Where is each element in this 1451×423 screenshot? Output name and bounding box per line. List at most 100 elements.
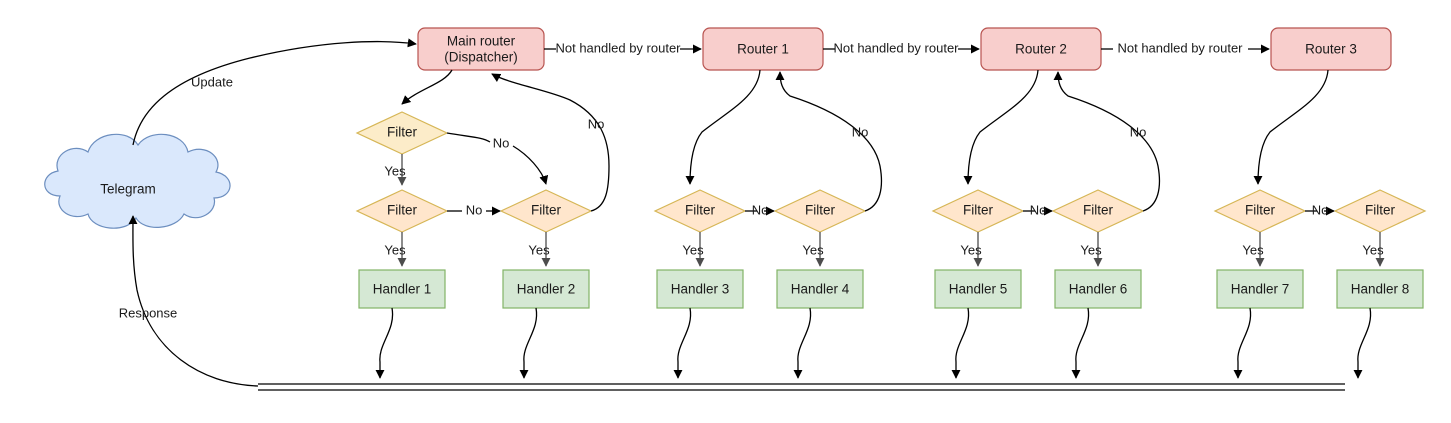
group-router-3-branch: Filter Filter No Yes Yes Handler 7 Handl… [1213,69,1427,379]
handler-7-node[interactable]: Handler 7 [1216,269,1304,309]
filter-8-label: Filter [1245,203,1276,218]
edge-filter-3-no-return [491,73,610,212]
main-router-label-line2: (Dispatcher) [444,50,518,65]
no-label-4: No [752,202,769,217]
filter-5-node[interactable]: Filter [773,189,867,233]
update-edge: Update [132,38,417,146]
yes-label-3: Yes [528,242,550,257]
filter-3-node[interactable]: Filter [499,189,593,233]
response-arrow [128,215,259,387]
main-router-node[interactable]: Main router (Dispatcher) [417,27,545,71]
filter-3-label: Filter [531,203,562,218]
filter-1-node[interactable]: Filter [355,111,449,155]
router-2-label: Router 2 [1015,42,1067,57]
no-label-2: No [466,202,483,217]
update-arrow [132,38,417,146]
filter-8-node[interactable]: Filter [1213,189,1307,233]
no-label-7: No [1130,124,1147,139]
handler-8-box [1336,269,1424,309]
router-3-node[interactable]: Router 3 [1270,27,1392,71]
response-label: Response [119,305,178,320]
yes-label-1: Yes [384,163,406,178]
yes-label-2: Yes [384,242,406,257]
telegram-cloud-node[interactable]: Telegram [44,133,231,229]
update-label: Update [191,74,233,89]
no-label-6: No [1030,202,1047,217]
filter-7-node[interactable]: Filter [1051,189,1145,233]
handler-3-box [656,269,744,309]
router-1-node[interactable]: Router 1 [702,27,824,71]
handler-4-box [776,269,864,309]
group-main-router-branch: Filter Yes No Filter Filter No No Yes Ye… [355,69,610,379]
cloud-shape [44,133,231,229]
edge-handler-3-to-bar [673,307,692,379]
filter-6-node[interactable]: Filter [931,189,1025,233]
handler-4-label: Handler 4 [791,282,850,297]
router-2-node[interactable]: Router 2 [980,27,1102,71]
yes-label-5: Yes [802,242,824,257]
edge-router-1-to-filter-4 [685,69,761,185]
filter-5-label: Filter [805,203,836,218]
no-label-5: No [852,124,869,139]
handler-1-box [358,269,446,309]
handler-6-box [1054,269,1142,309]
edge-handler-8-to-bar [1353,307,1372,379]
handler-2-label: Handler 2 [517,282,576,297]
edge-handler-1-to-bar [375,307,394,379]
handler-1-node[interactable]: Handler 1 [358,269,446,309]
filter-4-label: Filter [685,203,716,218]
handler-5-label: Handler 5 [949,282,1008,297]
filter-1-label: Filter [387,125,418,140]
no-label-8: No [1312,202,1329,217]
yes-label-4: Yes [682,242,704,257]
router-1-label: Router 1 [737,42,789,57]
filter-9-label: Filter [1365,203,1396,218]
edge-router-3-to-filter-8 [1253,69,1329,185]
edge-handler-5-to-bar [951,307,970,379]
not-handled-label-1: Not handled by router [555,40,681,55]
edge-handler-6-to-bar [1071,307,1090,379]
filter-7-label: Filter [1083,203,1114,218]
filter-4-node[interactable]: Filter [653,189,747,233]
yes-label-7: Yes [1080,242,1102,257]
handler-4-node[interactable]: Handler 4 [776,269,864,309]
edge-handler-7-to-bar [1233,307,1252,379]
handler-2-node[interactable]: Handler 2 [502,269,590,309]
handler-6-node[interactable]: Handler 6 [1054,269,1142,309]
edge-filter-1-no-a [446,132,491,143]
response-collector-bar [258,383,1345,391]
router-chain-edges: Not handled by router Not handled by rou… [544,40,1270,55]
handler-3-label: Handler 3 [671,282,730,297]
no-label-3: No [588,116,605,131]
group-router-1-branch: Filter Filter No No Yes Yes Handler 3 Ha… [653,69,883,379]
edge-filter-1-no-b [512,145,549,185]
telegram-label: Telegram [100,182,156,197]
edge-handler-2-to-bar [519,307,538,379]
edge-main-to-filter-1 [401,69,453,105]
router-3-label: Router 3 [1305,42,1357,57]
handler-8-node[interactable]: Handler 8 [1336,269,1424,309]
handler-1-label: Handler 1 [373,282,432,297]
handler-7-box [1216,269,1304,309]
response-edge: Response [119,215,259,387]
filter-2-node[interactable]: Filter [355,189,449,233]
not-handled-label-2: Not handled by router [833,40,959,55]
yes-label-8: Yes [1242,242,1264,257]
filter-9-node[interactable]: Filter [1333,189,1427,233]
filter-6-label: Filter [963,203,994,218]
yes-label-9: Yes [1362,242,1384,257]
handler-7-label: Handler 7 [1231,282,1290,297]
handler-6-label: Handler 6 [1069,282,1128,297]
group-router-2-branch: Filter Filter No No Yes Yes Handler 5 Ha… [931,69,1161,379]
handler-2-box [502,269,590,309]
yes-label-6: Yes [960,242,982,257]
filter-2-label: Filter [387,203,418,218]
handler-5-box [934,269,1022,309]
edge-filter-7-no-return [1053,71,1161,212]
no-label-1: No [493,135,510,150]
handler-5-node[interactable]: Handler 5 [934,269,1022,309]
handler-3-node[interactable]: Handler 3 [656,269,744,309]
not-handled-label-3: Not handled by router [1117,40,1243,55]
edge-handler-4-to-bar [793,307,812,379]
